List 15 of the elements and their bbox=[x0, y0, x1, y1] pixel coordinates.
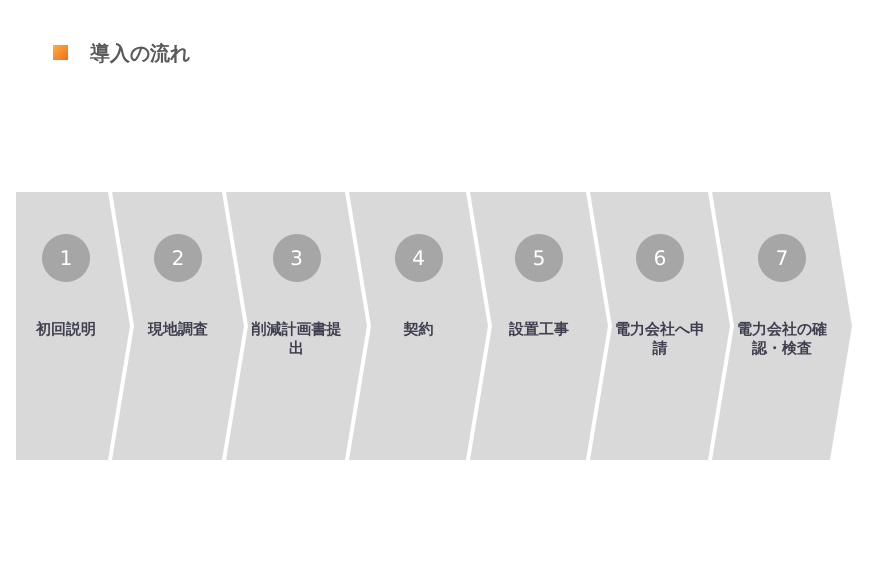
chevron-step bbox=[470, 192, 608, 460]
chevron-step bbox=[590, 192, 730, 460]
chevron-step bbox=[226, 192, 367, 460]
step-label: 設置工事 bbox=[508, 320, 570, 339]
step-label: 現地調査 bbox=[146, 320, 209, 339]
step-label: 契約 bbox=[402, 320, 434, 339]
step-label: 電力会社へ申請 bbox=[615, 320, 705, 358]
chevron-step bbox=[712, 192, 852, 460]
chevron-step bbox=[112, 192, 244, 460]
step-label: 電力会社の確認・検査 bbox=[737, 320, 827, 358]
step-label: 初回説明 bbox=[34, 320, 97, 339]
title: 導入の流れ bbox=[90, 40, 190, 67]
chevron-step bbox=[349, 192, 488, 460]
chevron-step bbox=[16, 192, 130, 460]
step-label: 削減計画書提出 bbox=[252, 320, 342, 358]
